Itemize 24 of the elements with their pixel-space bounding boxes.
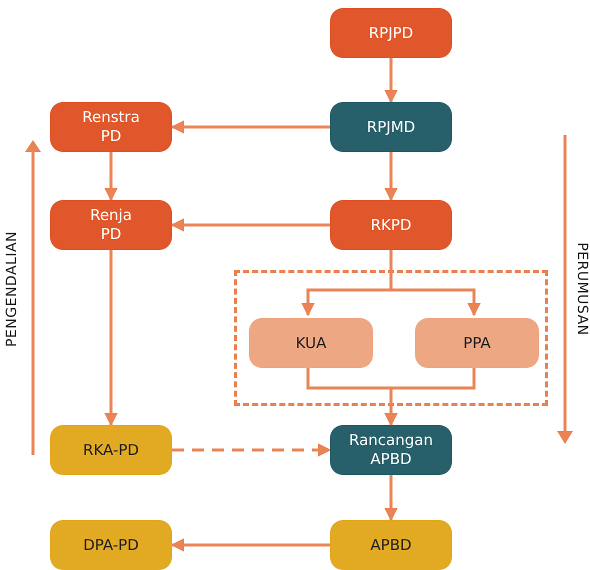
process-box: RPJMD <box>330 102 452 152</box>
arrow <box>104 152 118 202</box>
process-box: APBD <box>330 520 452 570</box>
arrow <box>384 58 398 104</box>
side-label: PENGENDALIAN <box>4 230 20 349</box>
process-box: DPA-PD <box>50 520 172 570</box>
process-box: KUA <box>249 318 373 368</box>
dashed-frame <box>234 270 548 406</box>
process-box: RPJPD <box>330 8 452 58</box>
process-box: RKA-PD <box>50 425 172 475</box>
arrow <box>384 152 398 202</box>
arrow <box>384 365 476 426</box>
arrow <box>170 120 330 134</box>
process-box: Renstra PD <box>50 102 172 152</box>
process-box: RKPD <box>330 200 452 250</box>
arrow <box>172 443 332 457</box>
arrow <box>170 538 330 552</box>
arrow <box>170 218 330 232</box>
side-label: PERUMUSAN <box>574 241 590 338</box>
process-box: PPA <box>415 318 539 368</box>
arrow <box>104 250 118 426</box>
process-box: Renja PD <box>50 200 172 250</box>
arrow <box>384 475 398 522</box>
process-box: Rancangan APBD <box>330 425 452 475</box>
